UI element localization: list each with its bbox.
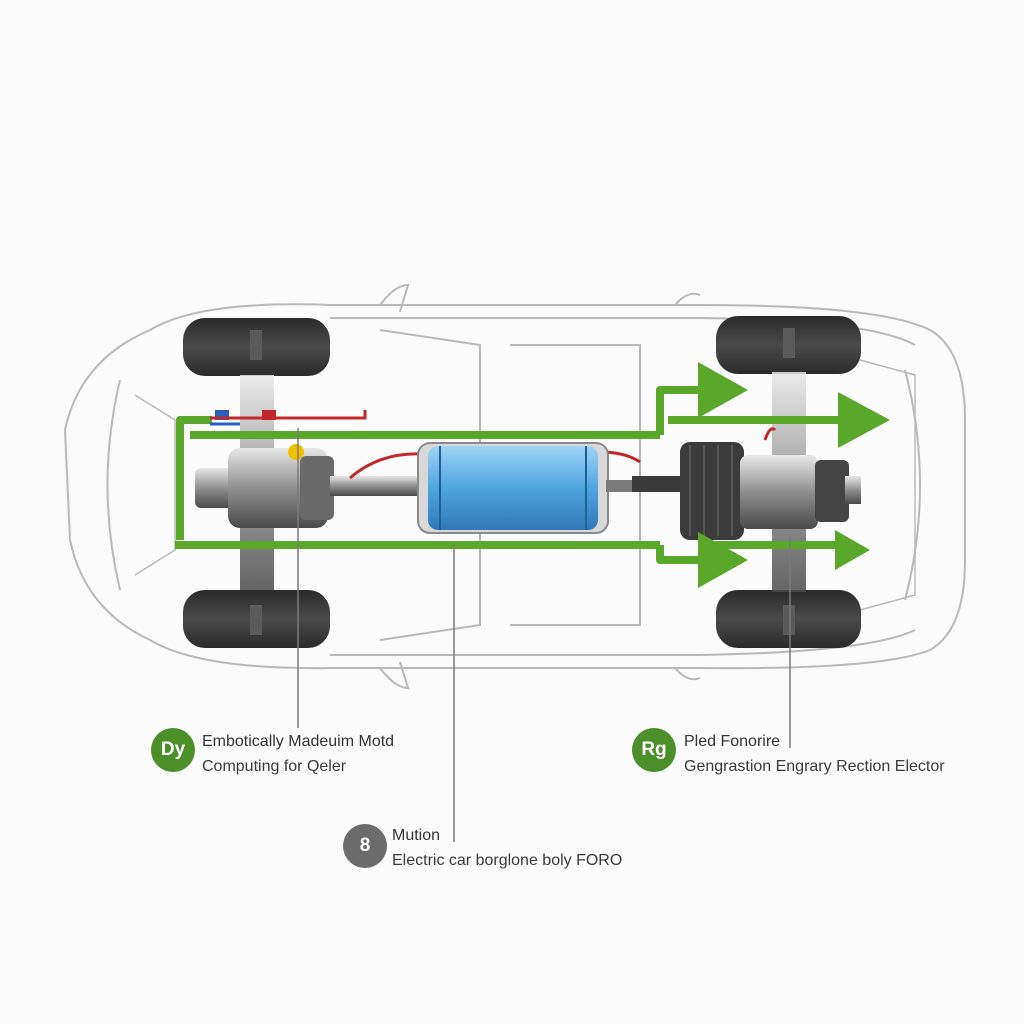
front-right-wheel <box>183 590 330 648</box>
rear-motor-icon <box>632 427 861 540</box>
callout-badge-8: 8 <box>343 824 387 868</box>
rear-left-wheel <box>716 316 861 374</box>
energy-flow-lines <box>175 386 840 564</box>
flow-arrow-icon <box>698 362 890 588</box>
rear-right-wheel <box>716 590 861 648</box>
leader-lines <box>297 428 791 842</box>
callout-subtitle-motor: Computing for Qeler <box>202 758 347 775</box>
front-left-wheel <box>183 318 330 376</box>
callout-subtitle-generation: Gengrastion Engrary Rection Elector <box>684 758 945 775</box>
battery-icon <box>417 442 634 534</box>
callout-title-fonorire: Pled Fonorire <box>684 733 781 750</box>
front-motor-icon <box>195 410 430 528</box>
callout-badge-dy: Dy <box>151 728 195 772</box>
callout-title-mution: Mution <box>392 827 441 844</box>
callout-title-motor: Embotically Madeuim Motd <box>202 733 395 750</box>
callout-subtitle-battery: Electric car borglone boly FORO <box>392 852 623 869</box>
callout-badge-rg: Rg <box>632 728 676 772</box>
